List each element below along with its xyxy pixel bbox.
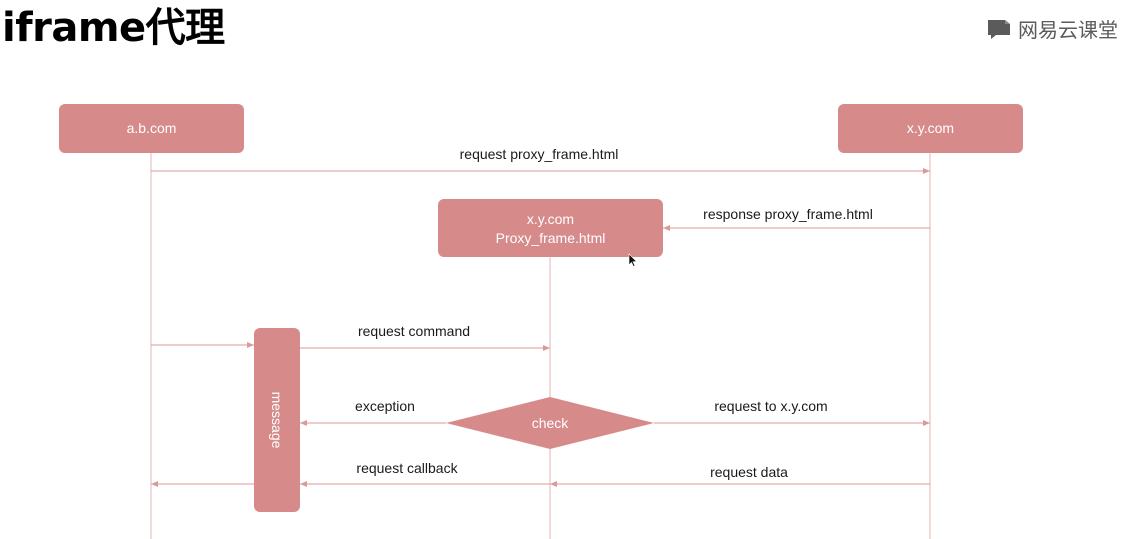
label-request-data: request data (710, 464, 788, 480)
chat-bubble-icon (988, 19, 1010, 39)
message-box (254, 328, 300, 512)
actor-right-label: x.y.com (907, 120, 954, 136)
actor-box-left (59, 104, 244, 153)
page-title: iframe代理 (2, 5, 225, 51)
proxy-box-line1: x.y.com (527, 211, 574, 227)
proxy-box-line2: Proxy_frame.html (496, 230, 606, 246)
label-request-proxy: request proxy_frame.html (460, 146, 619, 162)
mouse-cursor-icon (628, 253, 638, 267)
label-request-to: request to x.y.com (714, 398, 827, 414)
actor-box-right (838, 104, 1023, 153)
brand-logo: 网易云课堂 (986, 14, 1118, 43)
label-response-proxy: response proxy_frame.html (703, 206, 873, 222)
actor-left-label: a.b.com (127, 120, 177, 136)
brand-name: 网易云课堂 (1018, 18, 1118, 42)
check-decision (446, 397, 654, 449)
check-label: check (532, 415, 570, 431)
message-box-label: message (269, 392, 285, 449)
label-exception: exception (355, 398, 415, 414)
proxy-frame-box (438, 199, 663, 257)
label-request-command: request command (358, 323, 470, 339)
label-request-callback: request callback (356, 460, 458, 476)
